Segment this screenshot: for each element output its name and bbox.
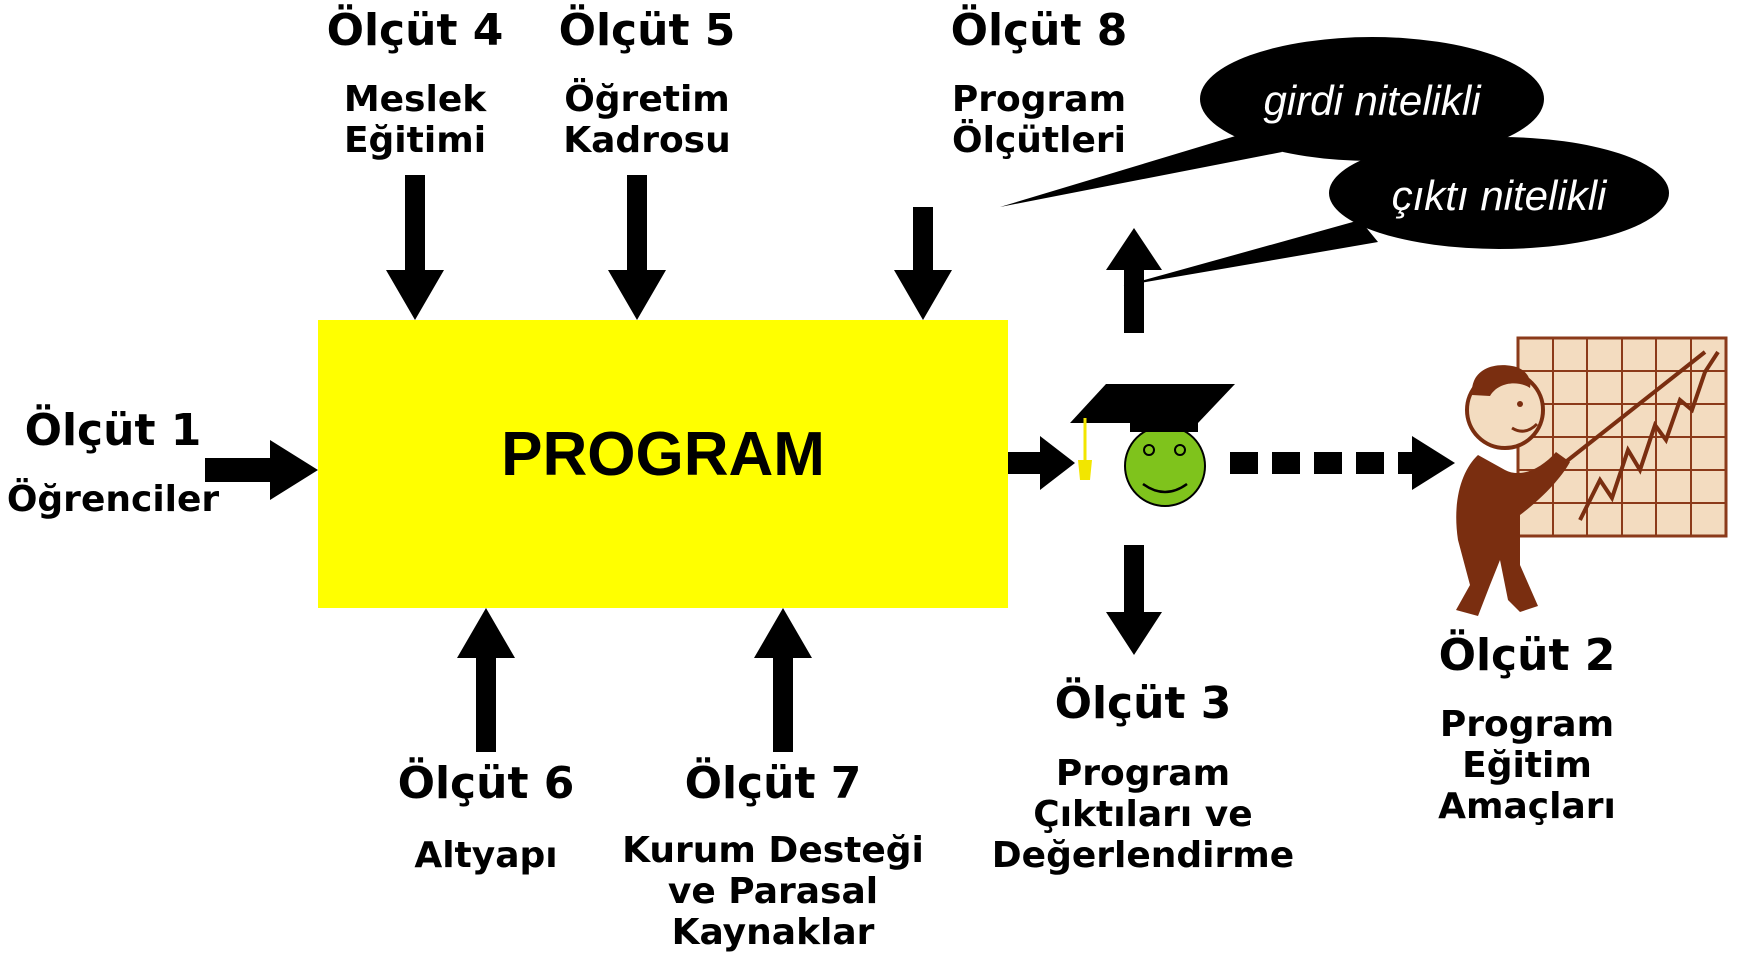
bubble-output-body xyxy=(1329,137,1669,249)
smiley-eye-left xyxy=(1143,444,1155,456)
criterion-1-line-1: Öğrenciler xyxy=(7,478,220,520)
arrows xyxy=(205,175,1455,752)
bubble-input-text: girdi nitelikli xyxy=(1263,77,1482,124)
program-box xyxy=(318,320,1008,608)
smiley-mouth xyxy=(1142,482,1188,494)
arrow-c4 xyxy=(386,175,444,320)
presenter-hair xyxy=(1471,365,1531,396)
tassel xyxy=(1078,460,1092,480)
criterion-4-title: Ölçüt 4 xyxy=(327,3,504,56)
criterion-1: Ölçüt 1 Öğrenciler xyxy=(7,403,220,520)
arrow-c6 xyxy=(457,608,515,752)
criterion-2-line-2: Eğitim xyxy=(1462,745,1592,786)
criterion-7-line-1: Kurum Desteği xyxy=(622,830,924,871)
criterion-7-line-3: Kaynaklar xyxy=(672,912,875,953)
criterion-5-title: Ölçüt 5 xyxy=(559,3,736,56)
presenter-with-chart-icon xyxy=(1456,336,1728,616)
criterion-8-line-1: Program xyxy=(952,79,1126,120)
cap-base xyxy=(1130,420,1198,432)
criterion-8: Ölçüt 8 Program Ölçütleri xyxy=(951,3,1128,161)
criterion-7-title: Ölçüt 7 xyxy=(685,756,862,809)
graduate-smiley-icon xyxy=(1070,384,1235,507)
arrow-c2-head xyxy=(1412,436,1455,490)
bubble-input-tail xyxy=(1000,128,1282,207)
arrow-c5 xyxy=(608,175,666,320)
bubble-input: girdi nitelikli xyxy=(1000,37,1544,207)
criterion-6-title: Ölçüt 6 xyxy=(398,756,575,809)
criterion-8-title: Ölçüt 8 xyxy=(951,3,1128,56)
presenter-smile xyxy=(1511,422,1539,433)
criterion-4-line-2: Eğitimi xyxy=(344,120,486,161)
dot-1 xyxy=(1230,452,1258,474)
criterion-5-line-1: Öğretim xyxy=(564,78,730,120)
criterion-7-line-2: ve Parasal xyxy=(668,871,878,912)
cap-board xyxy=(1070,384,1235,423)
criterion-3-line-3: Değerlendirme xyxy=(992,835,1294,876)
bubble-input-body xyxy=(1200,37,1544,161)
arrow-program-output xyxy=(1008,436,1075,490)
arrow-c8 xyxy=(894,207,952,320)
bubble-output-text: çıktı nitelikli xyxy=(1392,172,1608,219)
dot-4 xyxy=(1356,452,1384,474)
criterion-2-line-3: Amaçları xyxy=(1438,786,1616,827)
criterion-2-title: Ölçüt 2 xyxy=(1439,628,1616,681)
criterion-5: Ölçüt 5 Öğretim Kadrosu xyxy=(559,3,736,161)
criterion-8-line-2: Ölçütleri xyxy=(952,119,1126,161)
dot-3 xyxy=(1314,452,1342,474)
smiley-eye-right xyxy=(1174,444,1186,456)
criterion-3-title: Ölçüt 3 xyxy=(1055,676,1232,729)
dot-2 xyxy=(1272,452,1300,474)
criterion-6-line-1: Altyapı xyxy=(414,835,557,876)
criterion-4: Ölçüt 4 Meslek Eğitimi xyxy=(327,3,504,161)
smiley-face xyxy=(1124,425,1206,507)
criterion-5-line-2: Kadrosu xyxy=(563,120,731,161)
criterion-7: Ölçüt 7 Kurum Desteği ve Parasal Kaynakl… xyxy=(622,756,924,953)
chart-trend-line xyxy=(1578,350,1720,521)
criterion-2: Ölçüt 2 Program Eğitim Amaçları xyxy=(1438,628,1616,827)
criterion-3-line-2: Çıktıları ve xyxy=(1033,794,1252,835)
presenter-pointer xyxy=(1556,350,1707,470)
presenter-body xyxy=(1456,452,1570,616)
presenter-eye xyxy=(1517,401,1523,407)
program-label: PROGRAM xyxy=(501,420,825,489)
criterion-2-line-1: Program xyxy=(1440,704,1614,745)
bubble-output-tail xyxy=(1123,220,1378,286)
arrow-c1 xyxy=(205,440,318,500)
criterion-3-line-1: Program xyxy=(1056,753,1230,794)
arrow-graduate-up xyxy=(1106,228,1162,333)
criterion-6: Ölçüt 6 Altyapı xyxy=(398,756,575,876)
arrow-c7 xyxy=(754,608,812,752)
criterion-1-title: Ölçüt 1 xyxy=(25,403,202,456)
criterion-4-line-1: Meslek xyxy=(344,79,487,120)
bubble-output: çıktı nitelikli xyxy=(1123,137,1669,286)
arrow-c3 xyxy=(1106,545,1162,655)
criterion-3: Ölçüt 3 Program Çıktıları ve Değerlendir… xyxy=(992,676,1294,876)
